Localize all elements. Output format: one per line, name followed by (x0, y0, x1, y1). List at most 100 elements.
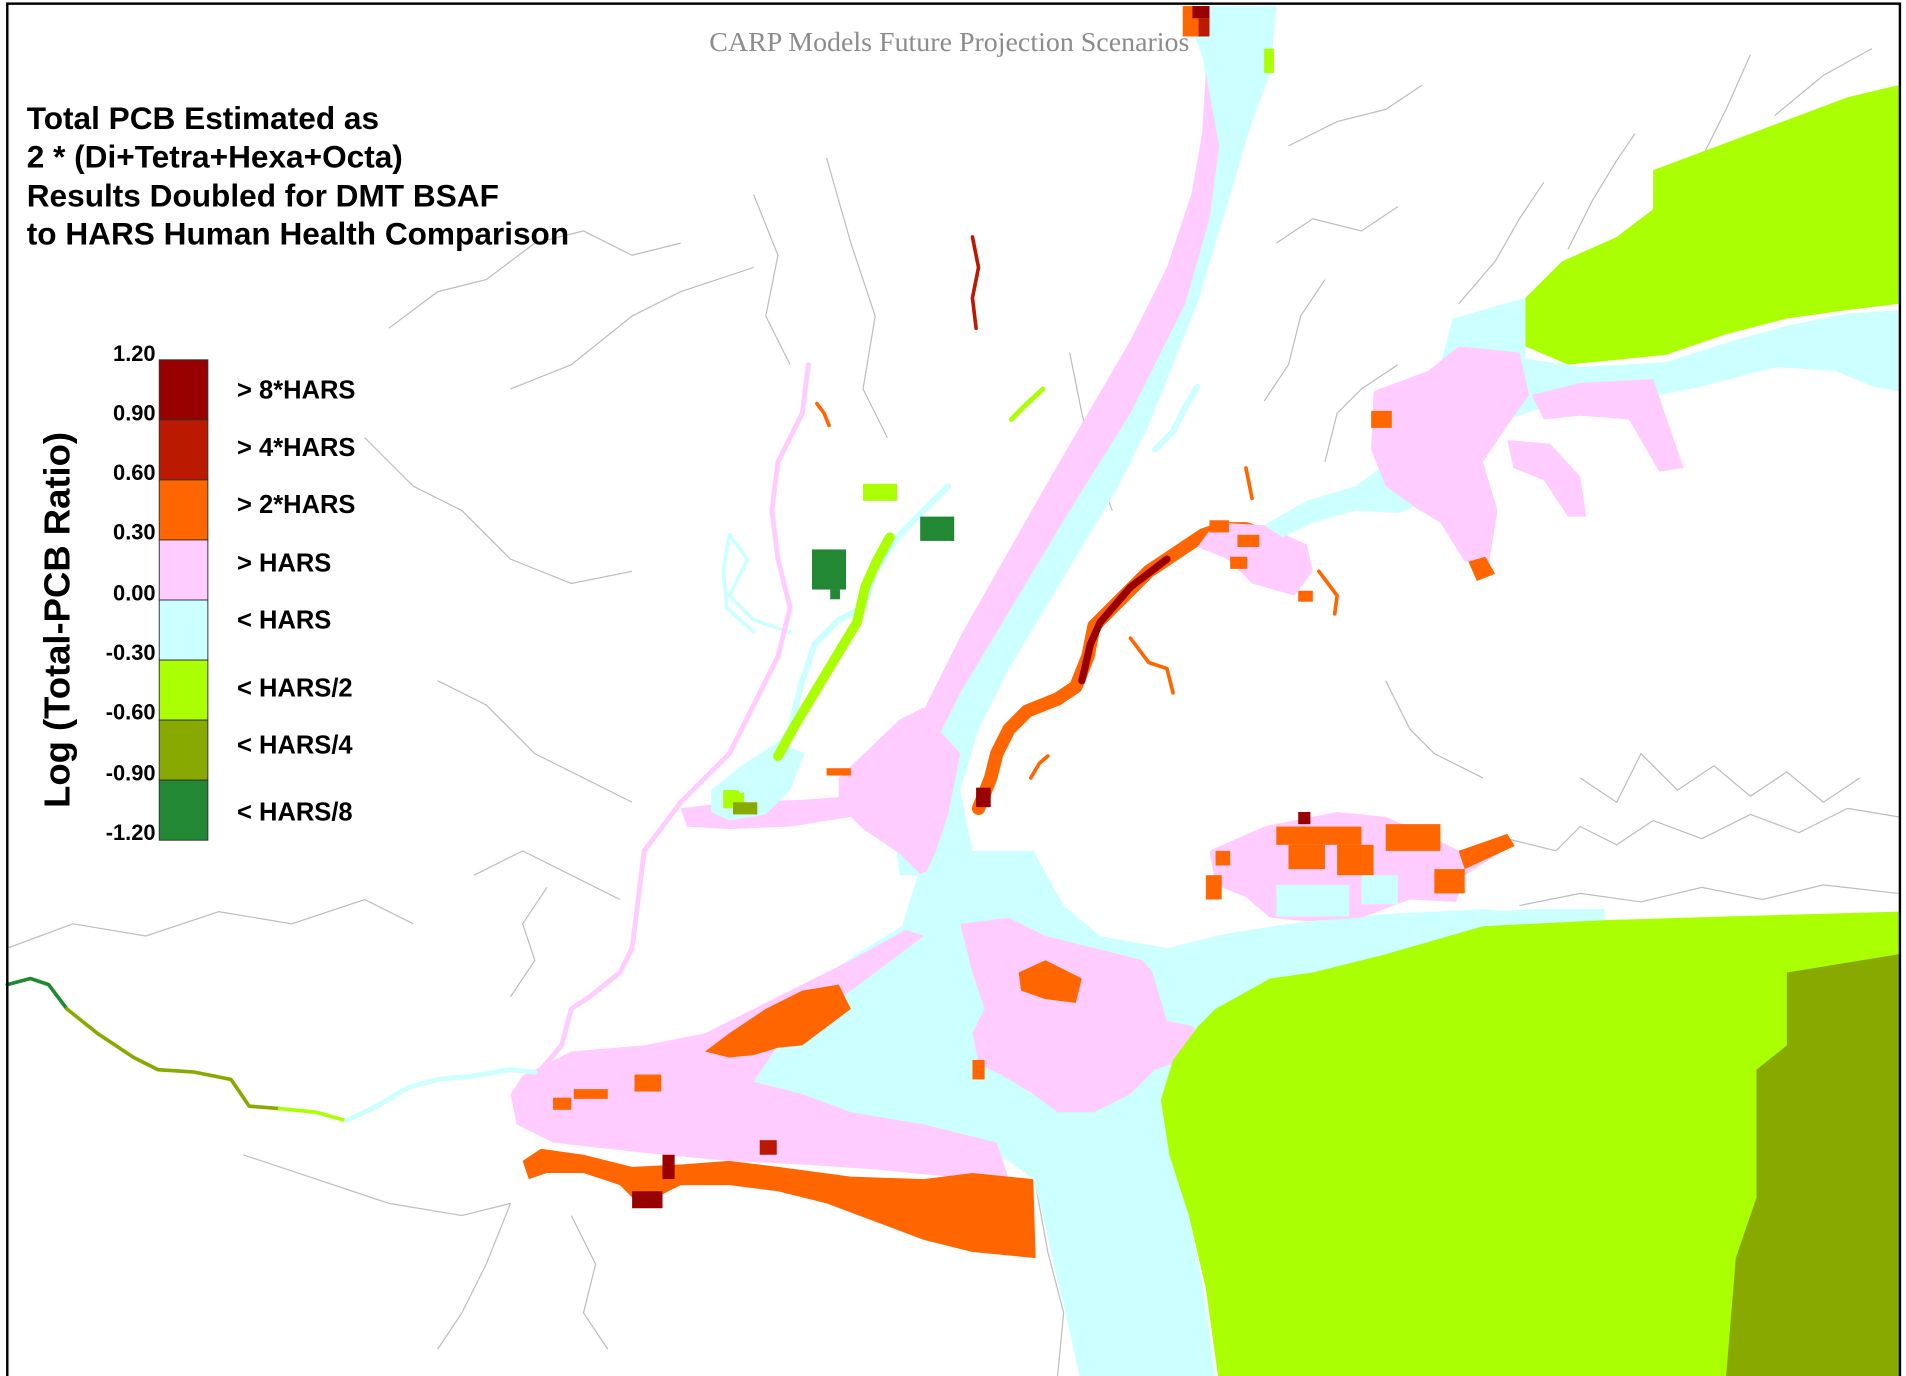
legend: Log (Total-PCB Ratio) 1.20 0.90 0.60 0.3… (36, 341, 355, 845)
kill-van-kull-cell (826, 768, 851, 776)
upper-hudson-cell (1198, 18, 1210, 37)
east-river-cell (976, 787, 991, 808)
east-river-hotspot (1078, 555, 1171, 685)
sound-north-shore (1371, 346, 1530, 562)
coastline (1579, 752, 1861, 804)
jamaica-bay-cell (1434, 869, 1465, 894)
atlantic-offshore (1726, 954, 1899, 1376)
hackensack-marsh (773, 532, 895, 761)
upper-hudson-cell (1192, 6, 1210, 19)
coastline (1774, 48, 1873, 116)
atlantic-ocean (1160, 911, 1899, 1376)
coastline (753, 194, 791, 365)
coastline (437, 1203, 512, 1350)
western-sound-cell (1237, 534, 1260, 547)
bronx-river (970, 235, 981, 331)
upper-hudson-cell (1264, 48, 1274, 73)
legend-tick: 0.00 (113, 580, 156, 605)
raritan-river (277, 1106, 349, 1123)
annotation-line: to HARS Human Health Comparison (27, 215, 569, 251)
legend-class-label: > 2*HARS (237, 491, 355, 519)
coastline (1507, 807, 1899, 852)
legend-tick: -0.90 (106, 760, 156, 785)
raritan-cell (632, 1191, 663, 1209)
map-title: CARP Models Future Projection Scenarios (709, 27, 1189, 58)
coastline (242, 1154, 511, 1217)
legend-tick: -1.20 (106, 820, 156, 845)
jamaica-bay-cell (1458, 833, 1515, 870)
jamaica-bay-cell (1205, 875, 1222, 900)
jamaica-bay-cell (1361, 875, 1398, 905)
coastline (1519, 884, 1899, 907)
legend-axis-label: Log (Total-PCB Ratio) (36, 432, 77, 808)
annotation-block: Total PCB Estimated as 2 * (Di+Tetra+Hex… (27, 100, 569, 251)
legend-class-label: > HARS (237, 549, 331, 577)
legend-swatch (158, 539, 209, 601)
newark-bay-cell (732, 802, 758, 815)
raritan-river (344, 1067, 538, 1124)
legend-tick: 1.20 (113, 341, 156, 366)
jamaica-bay-cell (1276, 884, 1350, 917)
raritan-bay (510, 929, 1009, 1180)
sound-cell (1371, 410, 1392, 428)
tributary (1244, 466, 1254, 501)
meadowlands-cell (920, 516, 955, 541)
coastline (1701, 54, 1751, 159)
jamaica-bay-cell (1215, 850, 1231, 866)
coastline (1458, 181, 1545, 305)
lower-bay-east (960, 917, 1198, 1113)
jamaica-bay-cell (1288, 844, 1325, 870)
sound-cell (1468, 556, 1496, 582)
legend-swatch (158, 419, 209, 481)
legend-swatch (158, 599, 209, 661)
coastline (510, 887, 548, 998)
sound-harbor (1507, 440, 1587, 517)
raritan-river (65, 1007, 282, 1111)
western-sound-cell (1230, 556, 1248, 569)
coastline (388, 230, 681, 329)
western-sound-cell (1298, 590, 1313, 602)
coastline (510, 266, 754, 390)
lower-bay (680, 850, 1535, 1376)
raritan-cell (634, 1074, 662, 1092)
passaic-arthur-kill (538, 362, 811, 1073)
raritan-cell (662, 1154, 675, 1180)
sound-harbor (1531, 379, 1684, 472)
tributary (1128, 636, 1175, 695)
tributary (1317, 569, 1339, 616)
coastline (825, 157, 888, 438)
coastline (1385, 680, 1484, 779)
lower-bay-cell (1018, 960, 1082, 1003)
coastline (1324, 364, 1399, 463)
legend-swatch (158, 659, 209, 721)
map-frame (6, 2, 1902, 1376)
coastline (437, 680, 633, 803)
jamaica-bay-cell (1337, 844, 1374, 876)
western-sound (1197, 522, 1313, 596)
hackensack-meander (721, 533, 792, 634)
western-sound-cell (1209, 520, 1229, 533)
raritan-south-shore (522, 1148, 1036, 1259)
legend-class-label: < HARS (237, 606, 331, 634)
jamaica-bay-cell (1298, 811, 1311, 825)
legend-tick: -0.60 (106, 700, 156, 725)
coastline (1276, 206, 1399, 244)
legend-tick: 0.30 (113, 520, 156, 545)
meadowlands-cell (830, 589, 840, 600)
raritan-cell (759, 1140, 777, 1155)
legend-swatch (158, 779, 209, 841)
annotation-line: Total PCB Estimated as (27, 100, 379, 136)
coastline (1263, 279, 1326, 402)
raritan-river (5, 976, 69, 1011)
jamaica-bay-cell (1276, 826, 1362, 845)
legend-class-label: < HARS/8 (237, 798, 353, 826)
harlem-river (1151, 383, 1201, 453)
coastline (364, 437, 633, 585)
raritan-cell (573, 1089, 608, 1099)
coastline (7, 898, 414, 949)
long-island-sound-east (1525, 85, 1899, 365)
coastline (473, 850, 621, 901)
annotation-line: Results Doubled for DMT BSAF (27, 178, 499, 214)
tributary (815, 401, 831, 428)
